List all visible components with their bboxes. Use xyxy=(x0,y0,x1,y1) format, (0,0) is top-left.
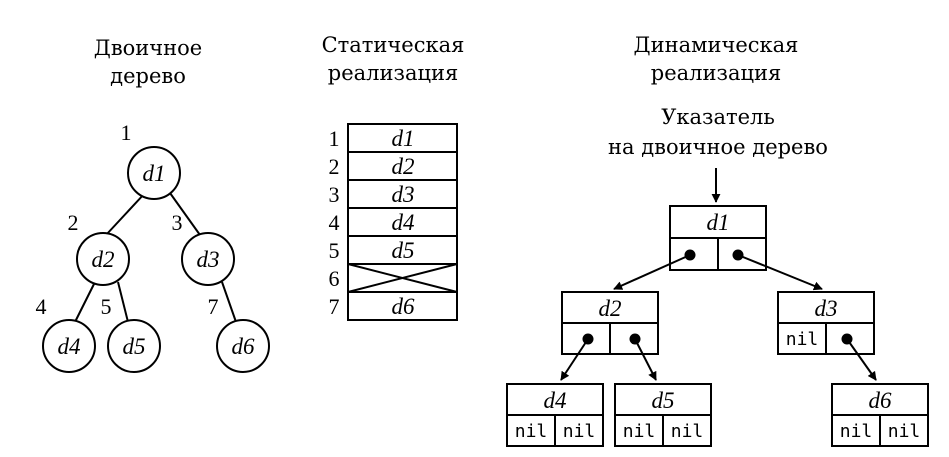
empty-cell-cross xyxy=(347,263,458,293)
dynamic-title-line2: реализация xyxy=(651,61,781,85)
tree-node-d2 xyxy=(76,232,130,286)
array-index: 3 xyxy=(329,182,340,207)
nil-pointer: nil xyxy=(840,421,873,442)
pointer-dot xyxy=(841,333,853,345)
nil-pointer: nil xyxy=(563,421,596,442)
edge-d1-d3 xyxy=(169,192,201,236)
pointer-arrow-d1-d3 xyxy=(737,254,823,291)
binary-tree-title-line2: дерево xyxy=(110,64,186,88)
array-cell-value: d5 xyxy=(392,238,415,263)
pointer-dot xyxy=(629,333,641,345)
dyn-node-label: d6 xyxy=(869,388,893,413)
tree-node-label: d2 xyxy=(92,247,115,272)
tree-node-index: 7 xyxy=(208,294,219,319)
tree-node-index: 4 xyxy=(36,294,47,319)
nil-pointer: nil xyxy=(671,421,704,442)
tree-node-index: 1 xyxy=(121,120,132,145)
binary-tree-title-line1: Двоичное xyxy=(94,36,203,60)
array-index: 5 xyxy=(329,238,340,263)
pointer-arrow-d1-d2 xyxy=(613,254,691,290)
tree-node-index: 2 xyxy=(68,210,79,235)
edge-d1-d2 xyxy=(105,192,146,236)
dyn-node-label: d2 xyxy=(599,296,622,321)
tree-node-label: d5 xyxy=(123,334,146,359)
nil-pointer: nil xyxy=(888,421,921,442)
edge-d2-d5 xyxy=(117,281,129,323)
array-cell-value: d6 xyxy=(392,294,416,319)
pointer-arrow-d3-d6 xyxy=(846,338,877,381)
static-title-line2: реализация xyxy=(328,61,458,85)
array-index: 7 xyxy=(329,294,340,319)
pointer-dot xyxy=(684,249,696,261)
dyn-node-label: d5 xyxy=(652,388,675,413)
tree-node-d3 xyxy=(181,232,235,286)
pointer-arrow-d2-d4 xyxy=(560,338,589,381)
array-index: 1 xyxy=(329,126,340,151)
pointer-dot xyxy=(582,333,594,345)
dyn-node-label: d1 xyxy=(707,210,730,235)
tree-node-label: d4 xyxy=(58,334,81,359)
nil-pointer: nil xyxy=(786,329,819,350)
dyn-node-label: d3 xyxy=(815,296,838,321)
dynamic-title-line1: Динамическая xyxy=(634,33,799,57)
tree-node-d1 xyxy=(127,146,181,200)
array-cell-value: d3 xyxy=(392,182,415,207)
edge-d2-d4 xyxy=(74,281,96,323)
nil-pointer: nil xyxy=(623,421,656,442)
pointer-dot xyxy=(732,249,744,261)
pointer-label-line2: на двоичное дерево xyxy=(608,135,828,159)
tree-node-d4 xyxy=(42,319,96,373)
tree-node-label: d6 xyxy=(232,334,256,359)
tree-node-d5 xyxy=(107,319,161,373)
array-cell-value: d1 xyxy=(392,126,415,151)
array-cell-value: d4 xyxy=(392,210,415,235)
array-cell-value: d2 xyxy=(392,154,415,179)
tree-node-index: 3 xyxy=(172,210,183,235)
array-index: 2 xyxy=(329,154,340,179)
pointer-label-line1: Указатель xyxy=(661,105,775,129)
tree-node-d6 xyxy=(216,319,270,373)
tree-node-label: d3 xyxy=(197,247,220,272)
pointer-arrow-d2-d5 xyxy=(634,338,657,381)
edge-d3-d6 xyxy=(221,281,237,323)
tree-node-label: d1 xyxy=(143,161,166,186)
dyn-node-label: d4 xyxy=(544,388,567,413)
static-title-line1: Статическая xyxy=(322,33,465,57)
tree-node-index: 5 xyxy=(101,294,112,319)
nil-pointer: nil xyxy=(515,421,548,442)
array-index: 6 xyxy=(329,266,340,291)
array-index: 4 xyxy=(329,210,340,235)
